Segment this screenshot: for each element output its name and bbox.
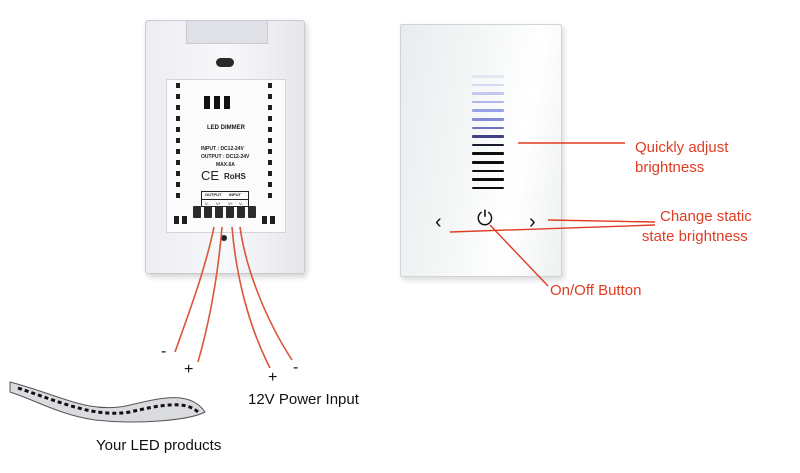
slider-bar [472, 100, 504, 104]
pin-table: OUTPUT INPUT V- V+ V+ V- [201, 191, 249, 207]
bottom-left-dots [174, 211, 190, 229]
slider-bar [472, 161, 504, 164]
led-plus-sign: + [184, 361, 194, 378]
input-label: INPUT [229, 192, 241, 197]
wire-led-minus [174, 226, 215, 353]
arrows-annotation-line1: Change static [660, 208, 752, 225]
wire-power-minus [239, 226, 293, 361]
mounting-slot [216, 58, 234, 67]
slider-bar [472, 178, 504, 181]
led-minus-sign: - [161, 343, 167, 360]
pin-label: V- [205, 201, 209, 206]
led-products-label: Your LED products [96, 437, 222, 454]
power-icon[interactable]: ⏻ [477, 208, 493, 230]
left-vent-dots [176, 83, 181, 204]
cable-hole [221, 235, 227, 241]
slider-annotation: Quickly adjust brightness [635, 138, 728, 178]
slider-annotation-line2: brightness [635, 159, 705, 176]
terminal-block [193, 205, 259, 223]
slider-bar [472, 83, 504, 87]
max-spec: MAX.6A [216, 162, 235, 168]
slider-bar [472, 152, 504, 155]
ce-mark: CE [201, 168, 220, 183]
led-strip-chips [17, 386, 200, 415]
slider-bar [472, 135, 504, 138]
power-plus-sign: + [268, 369, 278, 386]
arrows-annotation: Change static state brightness [642, 207, 752, 247]
bottom-right-dots [262, 211, 278, 229]
pcb-title: LED DIMMER [207, 125, 245, 131]
right-vent-dots [268, 83, 273, 204]
increase-arrow-icon[interactable]: › [529, 211, 536, 233]
wire-power-plus [231, 226, 271, 369]
slider-bar [472, 118, 504, 121]
slider-bar [472, 75, 504, 78]
slider-bar [472, 126, 504, 130]
dimmer-back-view: LED DIMMER INPUT : DC12-24V OUTPUT : DC1… [145, 20, 305, 274]
dimmer-front-view: ‹ ⏻ › [400, 24, 562, 277]
pin-label: V+ [216, 201, 222, 206]
wire-led-plus [197, 226, 223, 363]
pin-label: V- [239, 201, 243, 206]
rohs-mark: RoHS [224, 172, 246, 181]
output-label: OUTPUT [205, 192, 222, 197]
top-mount-lip [186, 21, 268, 44]
pin-label: V+ [228, 201, 234, 206]
leader-arrow-right [547, 219, 656, 223]
power-annotation: On/Off Button [550, 282, 642, 299]
slider-bar [472, 143, 504, 147]
slider-bar [472, 92, 504, 95]
pcb-chips [204, 96, 234, 114]
power-input-label: 12V Power Input [248, 391, 359, 408]
slider-bar [472, 169, 504, 173]
decrease-arrow-icon[interactable]: ‹ [435, 211, 442, 233]
led-strip [9, 381, 206, 423]
slider-bar [472, 186, 504, 190]
leader-power [489, 224, 549, 287]
output-spec: OUTPUT : DC12-24V [201, 154, 250, 160]
slider-bar [472, 109, 504, 112]
slider-annotation-line1: Quickly adjust [635, 139, 729, 156]
leader-arrow-left [449, 224, 656, 233]
arrows-annotation-line2: state brightness [641, 228, 748, 245]
input-spec: INPUT : DC12-24V [201, 146, 244, 152]
power-minus-sign: - [293, 359, 299, 376]
